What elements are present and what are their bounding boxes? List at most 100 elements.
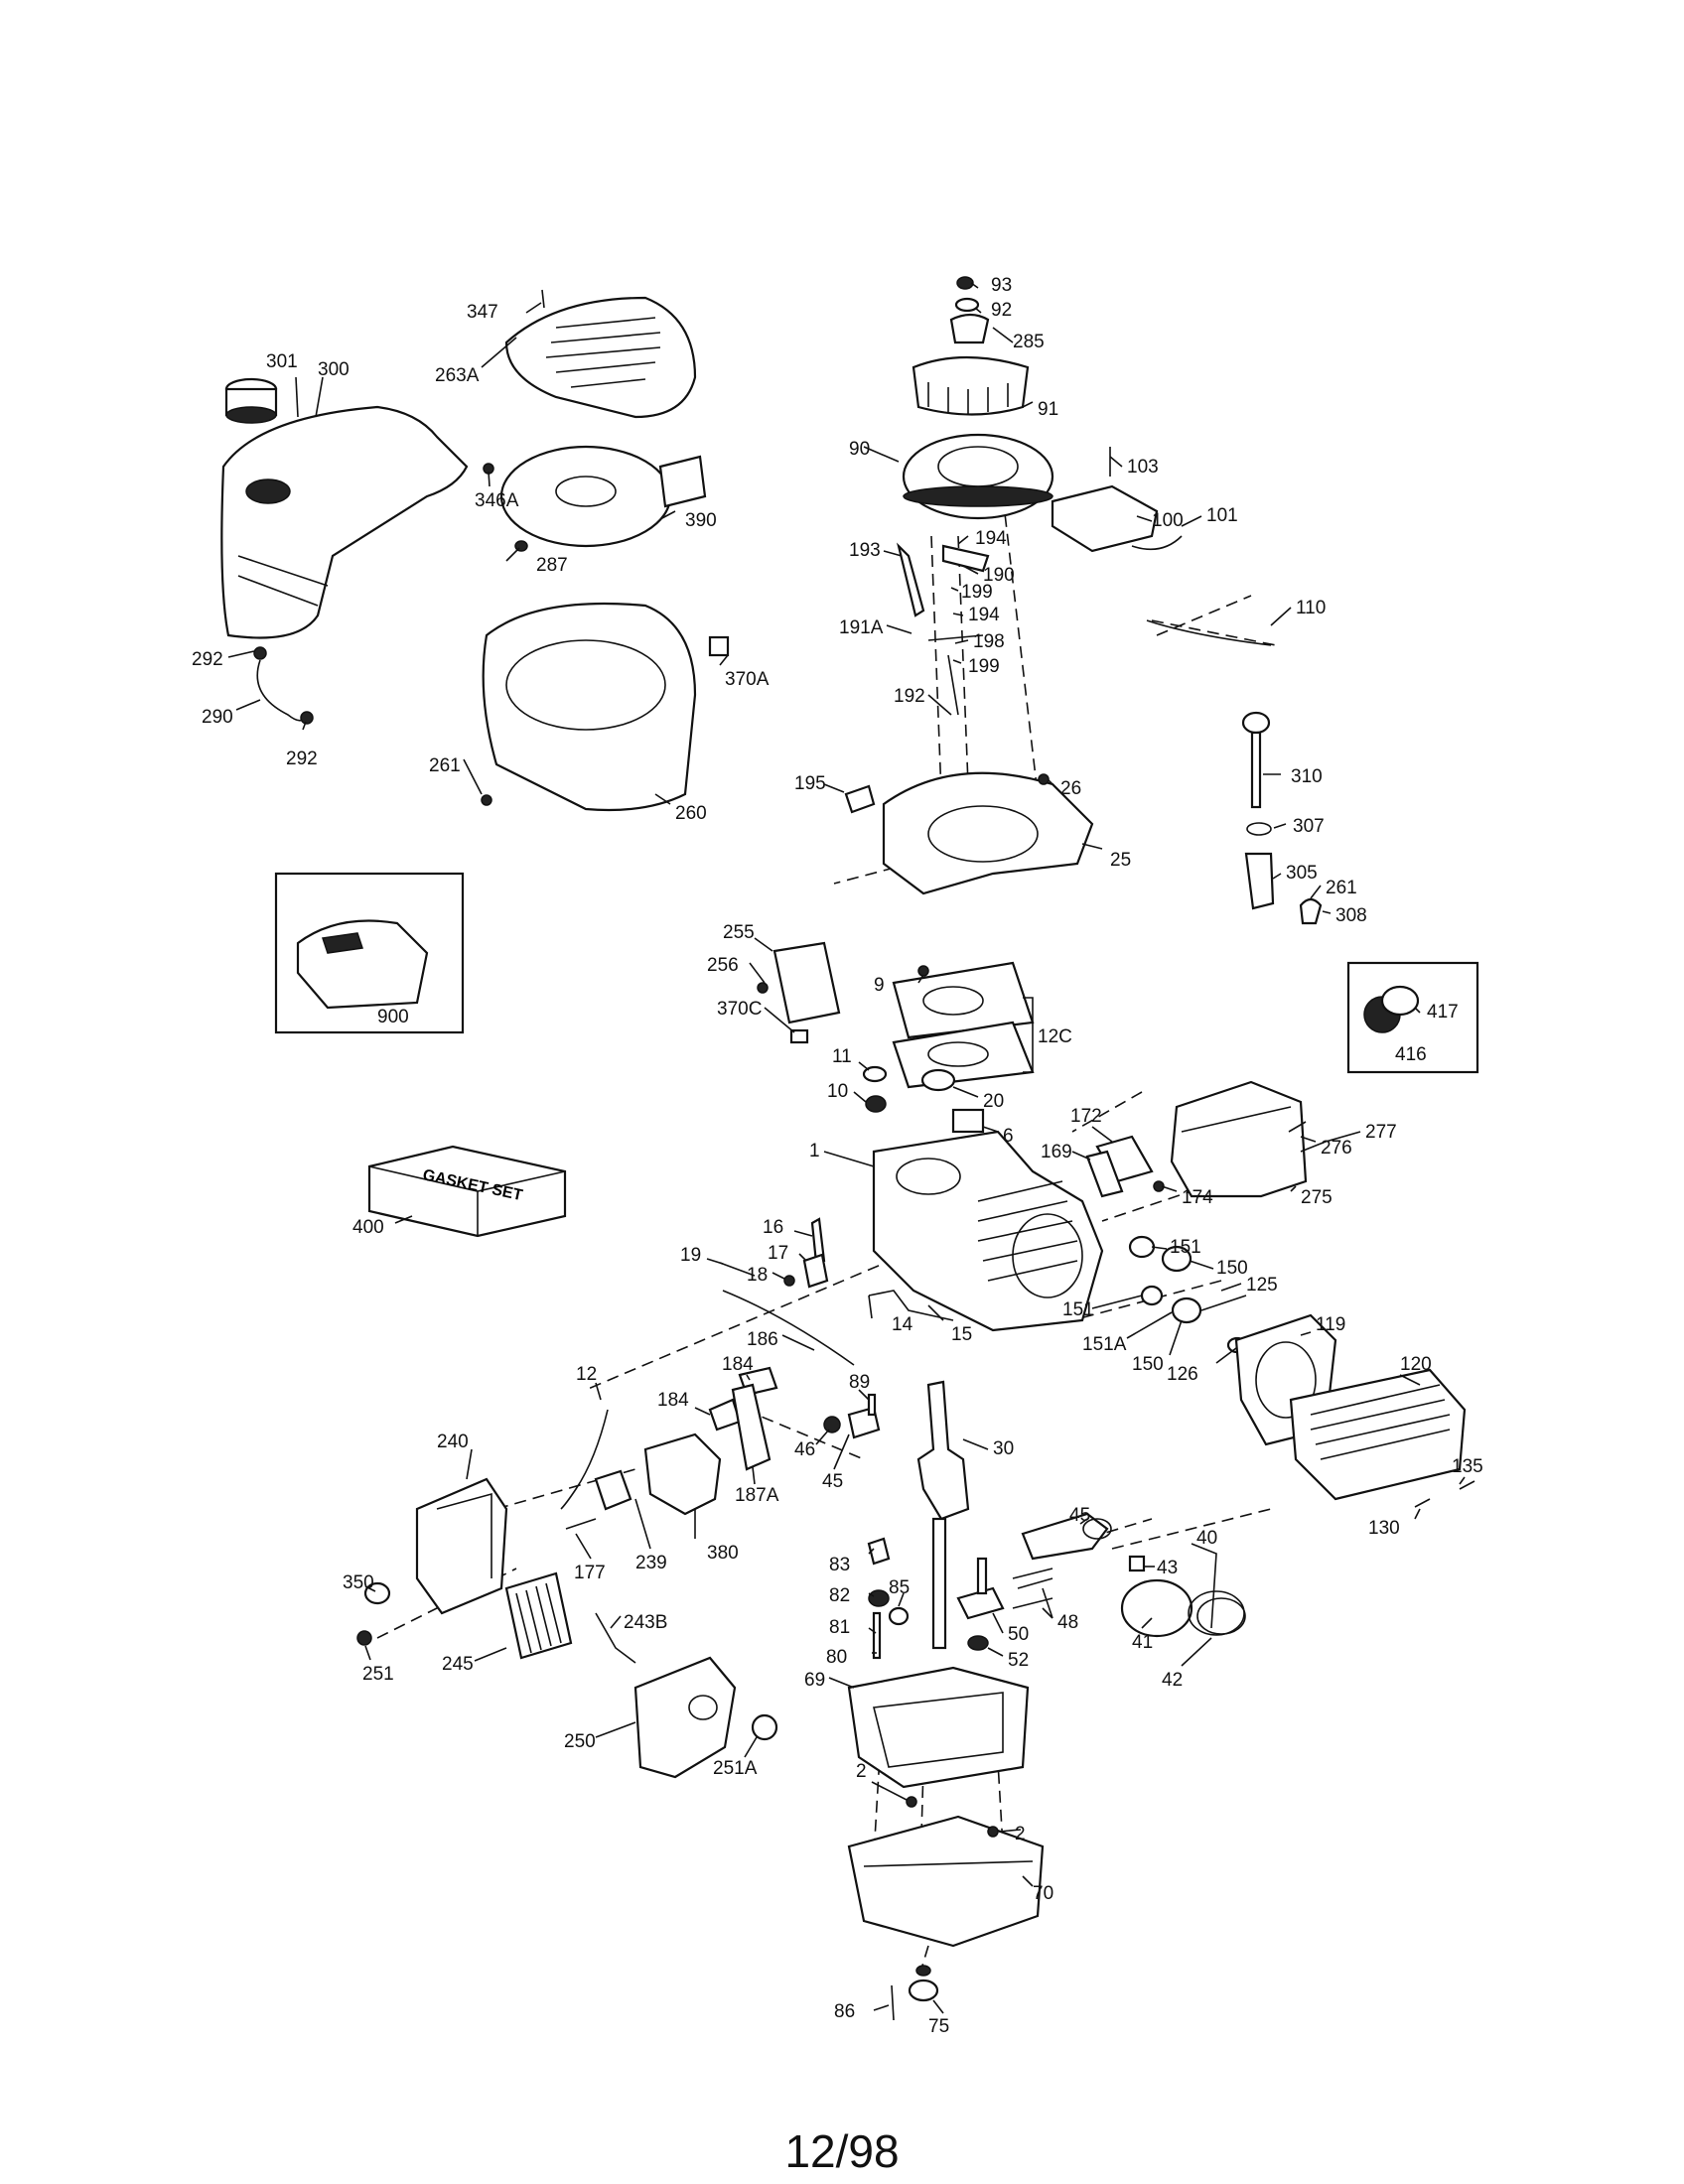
part-label-18: 18 (747, 1265, 768, 1286)
part-label-192: 192 (894, 686, 925, 707)
recoil-starter-shape (499, 445, 672, 548)
starter-cup-shape (912, 355, 1030, 416)
part-label-15: 15 (951, 1324, 972, 1345)
part-label-305: 305 (1286, 863, 1318, 884)
part-label-390: 390 (685, 510, 717, 531)
part-label-150a: 150 (1216, 1258, 1248, 1279)
part-label-276: 276 (1321, 1138, 1352, 1159)
part-label-177: 177 (574, 1563, 606, 1583)
part-label-187A: 187A (735, 1485, 779, 1506)
part-label-277: 277 (1365, 1122, 1397, 1143)
part-label-42: 42 (1162, 1670, 1183, 1691)
blower-base-shape (882, 771, 1094, 895)
part-label-275: 275 (1301, 1187, 1333, 1208)
part-label-287: 287 (536, 555, 568, 576)
cylinder-head-shape (1289, 1368, 1467, 1501)
part-label-292a: 292 (192, 649, 223, 670)
part-label-20: 20 (983, 1091, 1004, 1112)
part-label-81: 81 (829, 1617, 850, 1638)
part-label-251: 251 (362, 1664, 394, 1685)
part-label-239: 239 (635, 1553, 667, 1573)
sump-gasket-shape (847, 1666, 1030, 1789)
part-label-243B: 243B (624, 1612, 667, 1633)
part-label-103: 103 (1127, 457, 1159, 478)
part-label-240: 240 (437, 1432, 469, 1452)
part-label-26: 26 (1060, 778, 1081, 799)
part-label-2b: 2 (1015, 1824, 1026, 1844)
part-label-151a: 151 (1170, 1237, 1201, 1258)
part-label-17: 17 (768, 1243, 788, 1264)
part-label-91: 91 (1038, 399, 1058, 420)
blower-housing-shape (482, 602, 697, 812)
part-label-75: 75 (928, 2016, 949, 2037)
part-label-135: 135 (1452, 1456, 1483, 1477)
air-cleaner-base-shape (415, 1477, 508, 1615)
part-label-347: 347 (467, 302, 498, 323)
part-label-25: 25 (1110, 850, 1131, 871)
part-label-190: 190 (983, 565, 1015, 586)
engine-assembly-box (274, 872, 465, 1034)
cylinder-block-shape (872, 1130, 1104, 1332)
part-label-16: 16 (763, 1217, 783, 1238)
piston-shape (1120, 1578, 1193, 1638)
oil-sump-shape (847, 1815, 1045, 1948)
fuel-line-shape (256, 659, 304, 722)
part-label-110: 110 (1296, 598, 1326, 618)
part-label-82: 82 (829, 1585, 850, 1606)
part-shapes: GASKET SET (220, 276, 1479, 2021)
part-number-labels: 347 263A 301 300 346A 287 390 93 92 285 … (192, 275, 1483, 2037)
air-cleaner-kit-box (1346, 961, 1479, 1074)
part-label-261a: 261 (429, 755, 461, 776)
air-cleaner-cover-shape (633, 1656, 737, 1779)
part-label-346A: 346A (475, 490, 519, 511)
part-label-89: 89 (849, 1372, 870, 1393)
part-label-370A: 370A (725, 669, 770, 690)
part-label-41: 41 (1132, 1632, 1153, 1653)
part-label-172: 172 (1070, 1106, 1102, 1127)
part-label-48: 48 (1057, 1612, 1078, 1633)
air-filter-shape (504, 1571, 573, 1660)
crankshaft-shape (916, 1380, 970, 1521)
part-label-101: 101 (1206, 505, 1238, 526)
part-label-307: 307 (1293, 816, 1325, 837)
part-label-125: 125 (1246, 1275, 1278, 1296)
part-label-191A: 191A (839, 617, 884, 638)
part-label-260: 260 (675, 803, 707, 824)
part-label-174: 174 (1182, 1187, 1213, 1208)
part-label-120: 120 (1400, 1354, 1432, 1375)
part-label-52: 52 (1008, 1650, 1029, 1671)
part-label-310: 310 (1291, 766, 1323, 787)
part-label-9: 9 (874, 975, 885, 996)
part-label-250: 250 (564, 1731, 596, 1752)
part-label-256: 256 (707, 955, 739, 976)
fuel-cap-shape (224, 377, 278, 424)
part-label-40: 40 (1196, 1528, 1217, 1549)
part-label-300: 300 (318, 359, 350, 380)
part-label-1: 1 (809, 1141, 820, 1161)
part-label-255: 255 (723, 922, 755, 943)
part-label-290: 290 (202, 707, 233, 728)
part-label-308: 308 (1335, 905, 1367, 926)
part-label-80: 80 (826, 1647, 847, 1668)
part-label-126: 126 (1167, 1364, 1198, 1385)
part-label-198: 198 (973, 631, 1005, 652)
part-label-261b: 261 (1326, 878, 1357, 898)
part-label-370C: 370C (717, 999, 762, 1020)
part-label-85: 85 (889, 1577, 910, 1598)
part-label-251A: 251A (713, 1758, 758, 1779)
part-label-46: 46 (794, 1439, 815, 1460)
part-label-292b: 292 (286, 749, 318, 769)
part-label-194b: 194 (968, 605, 1000, 625)
cover-grille (545, 317, 661, 388)
engine-cover-shape (504, 296, 697, 419)
part-label-900: 900 (377, 1007, 409, 1027)
part-label-184b: 184 (657, 1390, 689, 1411)
part-label-83: 83 (829, 1555, 850, 1575)
part-label-100: 100 (1152, 510, 1184, 531)
part-label-416: 416 (1395, 1044, 1427, 1065)
part-label-380: 380 (707, 1543, 739, 1564)
part-label-70: 70 (1033, 1883, 1053, 1904)
part-label-69: 69 (804, 1670, 825, 1691)
part-label-285: 285 (1013, 332, 1045, 352)
